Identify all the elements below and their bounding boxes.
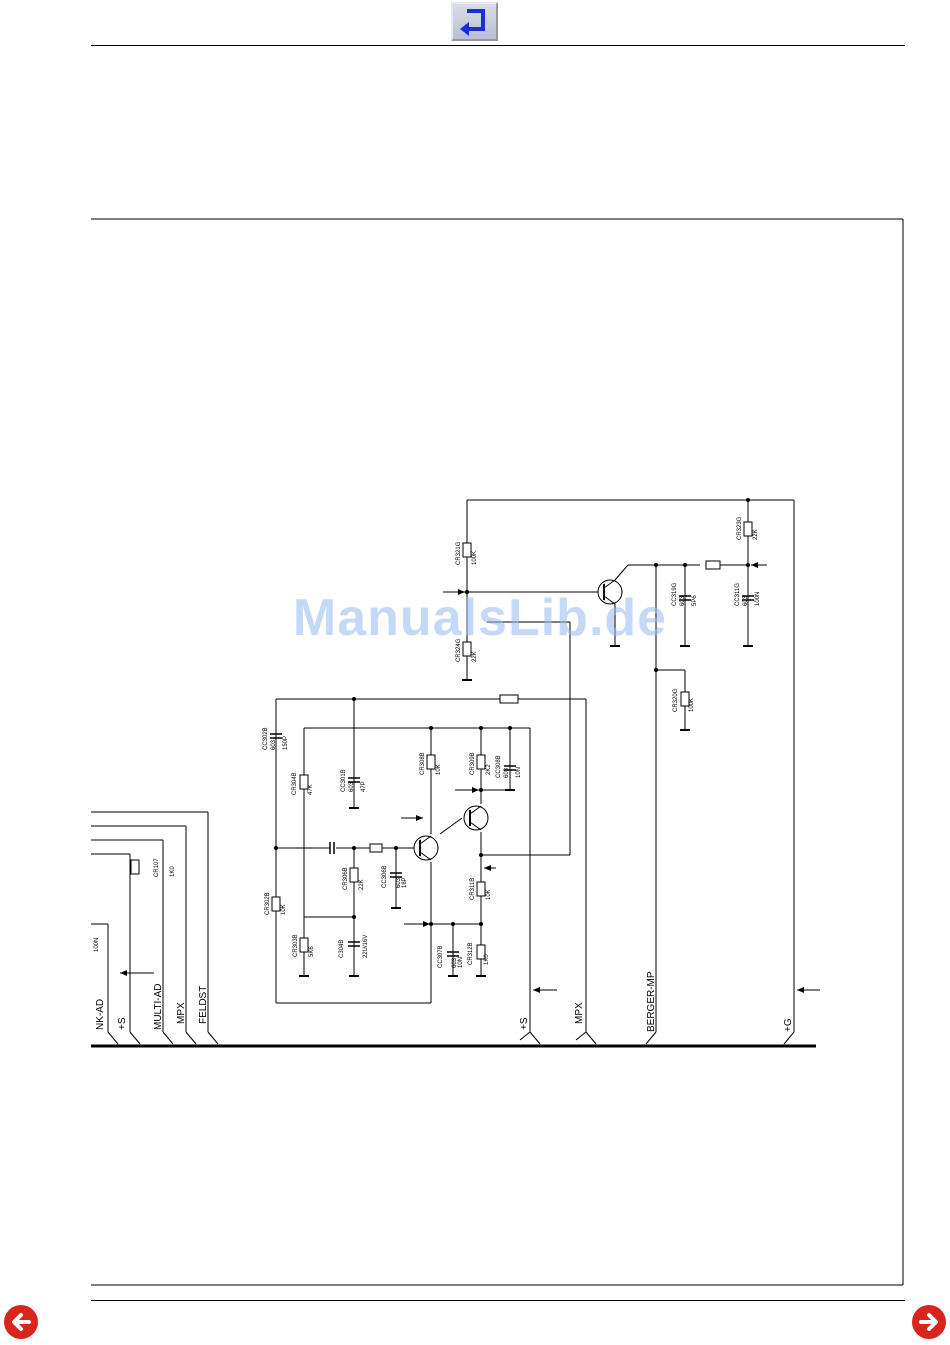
pkg-cc302b: 603	[271, 739, 277, 750]
resistor-cr323g	[743, 521, 753, 537]
resistor-cr311b	[476, 881, 486, 897]
ref-cc301b: CC301B	[341, 769, 347, 792]
label-nk-ad: NK-AD	[95, 999, 106, 1030]
pkg-cc307b: 603	[452, 957, 458, 968]
val-cc319g: 5P6	[692, 595, 698, 606]
ref-cr321g: CR321G	[456, 541, 462, 565]
left-arrow-icon	[4, 1305, 38, 1339]
val-cc307b: 10N	[458, 957, 464, 968]
capacitors	[270, 595, 754, 957]
label-mpx-left: MPX	[176, 1002, 187, 1024]
resistor-series-b	[499, 694, 519, 704]
ref-cr304b: CR304B	[292, 772, 298, 795]
bottom-rule	[91, 1300, 905, 1301]
label-feldst: FELDST	[198, 986, 209, 1024]
ref-cc307b: CC307B	[438, 945, 444, 968]
resistor-cr302b	[271, 896, 281, 912]
ref-cr311b: CR311B	[470, 878, 476, 900]
ref-cc319g: CC319G	[672, 582, 678, 606]
junctions	[274, 498, 750, 926]
return-arrow-icon	[460, 9, 485, 36]
resistor-cr324g	[462, 641, 472, 657]
resistor-series-g	[705, 560, 721, 570]
resistor-series-b2	[369, 843, 383, 853]
val-cr107: 1K0	[170, 866, 176, 877]
resistor-cr107	[130, 859, 140, 875]
component-labels: CR321G 100K CR324G 22K CR323G 22K CC319G 5P6…	[94, 516, 761, 968]
label-plus-s-left: +S	[117, 1017, 128, 1030]
ref-cr306b: CR306B	[343, 867, 349, 890]
resistor-cr309b	[476, 754, 486, 770]
ref-cc306b: CC306B	[382, 865, 388, 888]
val-cr321g: 100K	[472, 551, 478, 565]
val-cr306b: 22K	[359, 879, 365, 890]
ref-cr309b: CR309B	[470, 752, 476, 775]
transistors	[413, 579, 623, 861]
ref-cc308b: CC308B	[496, 755, 502, 778]
val-cc306b: 18P	[402, 877, 408, 888]
resistor-cr304b	[299, 774, 309, 790]
resistor-cr308b	[426, 754, 436, 770]
val-cc302b: 150P	[283, 736, 289, 750]
val-cr302b: 10K	[281, 904, 287, 915]
ref-cr303b: CR303B	[293, 934, 299, 957]
pkg-cc301b: 603	[349, 781, 355, 792]
pkg-cc311g: 603	[743, 595, 749, 606]
resistor-cr320g	[680, 691, 690, 707]
ref-cr324g: CR324G	[456, 638, 462, 662]
transistor-q301b	[413, 835, 439, 861]
transistor-q302b	[463, 805, 489, 831]
resistor-cr306b	[349, 867, 359, 883]
ref-cr312b: CR312B	[468, 942, 474, 965]
val-cr308b: 10K	[436, 764, 442, 775]
resistor-cr312b	[476, 944, 486, 960]
val-cc308b: 10N	[516, 767, 522, 778]
ref-cr308b: CR308B	[420, 752, 426, 775]
label-plus-s-right: +S	[519, 1017, 530, 1030]
resistor-cr303b	[299, 937, 309, 953]
val-cr309b: 2K2	[486, 764, 492, 775]
label-fragment-100n: 100N	[94, 938, 100, 952]
val-cr311b: 10K	[486, 889, 492, 900]
val-cc311g: 100N	[755, 592, 761, 606]
val-cc301b: 47P	[361, 781, 367, 792]
val-cr303b: 5K6	[309, 946, 315, 957]
ref-cc311g: CC311G	[735, 583, 741, 606]
drawing-frame	[91, 218, 904, 1286]
pkg-cc306b: 603	[396, 877, 402, 888]
back-button[interactable]	[451, 2, 498, 41]
transistor-q321g	[597, 579, 623, 605]
right-arrow-icon	[912, 1305, 946, 1339]
val-cr320g: 100K	[689, 698, 695, 712]
next-page-button[interactable]	[911, 1304, 947, 1340]
val-c304b: 22U/16V	[363, 935, 369, 958]
label-mpx-right: MPX	[574, 1002, 585, 1024]
bus-labels: NK-AD +S MULTI-AD MPX FELDST +S MPX BERG…	[95, 971, 794, 1032]
val-cr323g: 22K	[753, 529, 759, 540]
ref-cr320g: CR320G	[673, 688, 679, 712]
passive-components	[130, 521, 753, 960]
val-cr324g: 22K	[472, 651, 478, 662]
label-plus-g: +G	[783, 1018, 794, 1032]
val-cr312b: 1K0	[484, 954, 490, 965]
pkg-cc319g: 603	[680, 595, 686, 606]
ref-c304b: C304B	[339, 940, 345, 958]
ref-cr302b: CR302B	[265, 892, 271, 915]
prev-page-button[interactable]	[3, 1304, 39, 1340]
val-cr304b: 47K	[308, 784, 314, 795]
label-multi-ad: MULTI-AD	[153, 984, 164, 1030]
top-rule	[91, 45, 905, 46]
ground-symbols	[299, 645, 753, 977]
ref-cr323g: CR323G	[737, 516, 743, 540]
ref-cr107: CR107	[154, 858, 160, 877]
label-berger-mp: BERGER-MP	[646, 971, 657, 1032]
resistor-cr321g	[462, 542, 472, 558]
ref-cc302b: CC302B	[263, 727, 269, 750]
pkg-cc308b: 603	[504, 767, 510, 778]
